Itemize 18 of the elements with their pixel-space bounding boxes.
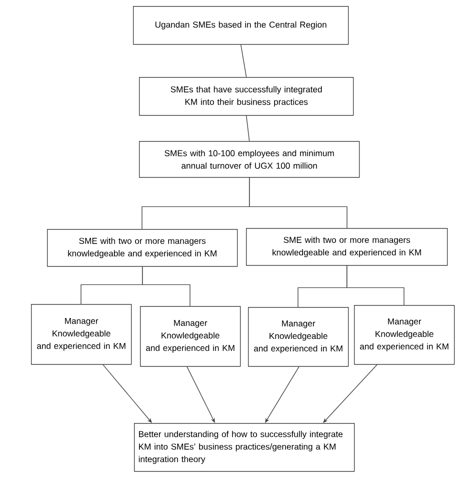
arrow [323,364,378,423]
result-box: Better understanding of how to successfully integrate KM into SMEs’ business practices/generating a KM integration theory [134,423,355,472]
connector-line [240,44,247,78]
process-box: Manager Knowledgeable and experienced in KM [354,305,455,365]
process-box: Ugandan SMEs based in the Central Region [133,6,349,45]
connector-line [346,265,404,306]
process-box: SME with two or more managers knowledgeable and experienced in KM [246,228,448,266]
process-box: SMEs that have successfully integrated KM into their business practices [139,77,354,116]
arrow [102,364,152,423]
process-box: SME with two or more managers knowledgeable and experienced in KM [47,229,238,267]
arrow [265,366,300,423]
process-box: Manager Knowledgeable and experienced in KM [248,307,349,367]
connector-line [249,177,348,228]
connector-line [246,115,250,142]
connector-line [142,266,190,306]
process-box: Manager Knowledgeable and experienced in KM [31,304,132,365]
process-box: Manager Knowledgeable and experienced in KM [140,306,241,367]
process-box: SMEs with 10-100 employees and minimum annual turnover of UGX 100 million [139,141,360,178]
